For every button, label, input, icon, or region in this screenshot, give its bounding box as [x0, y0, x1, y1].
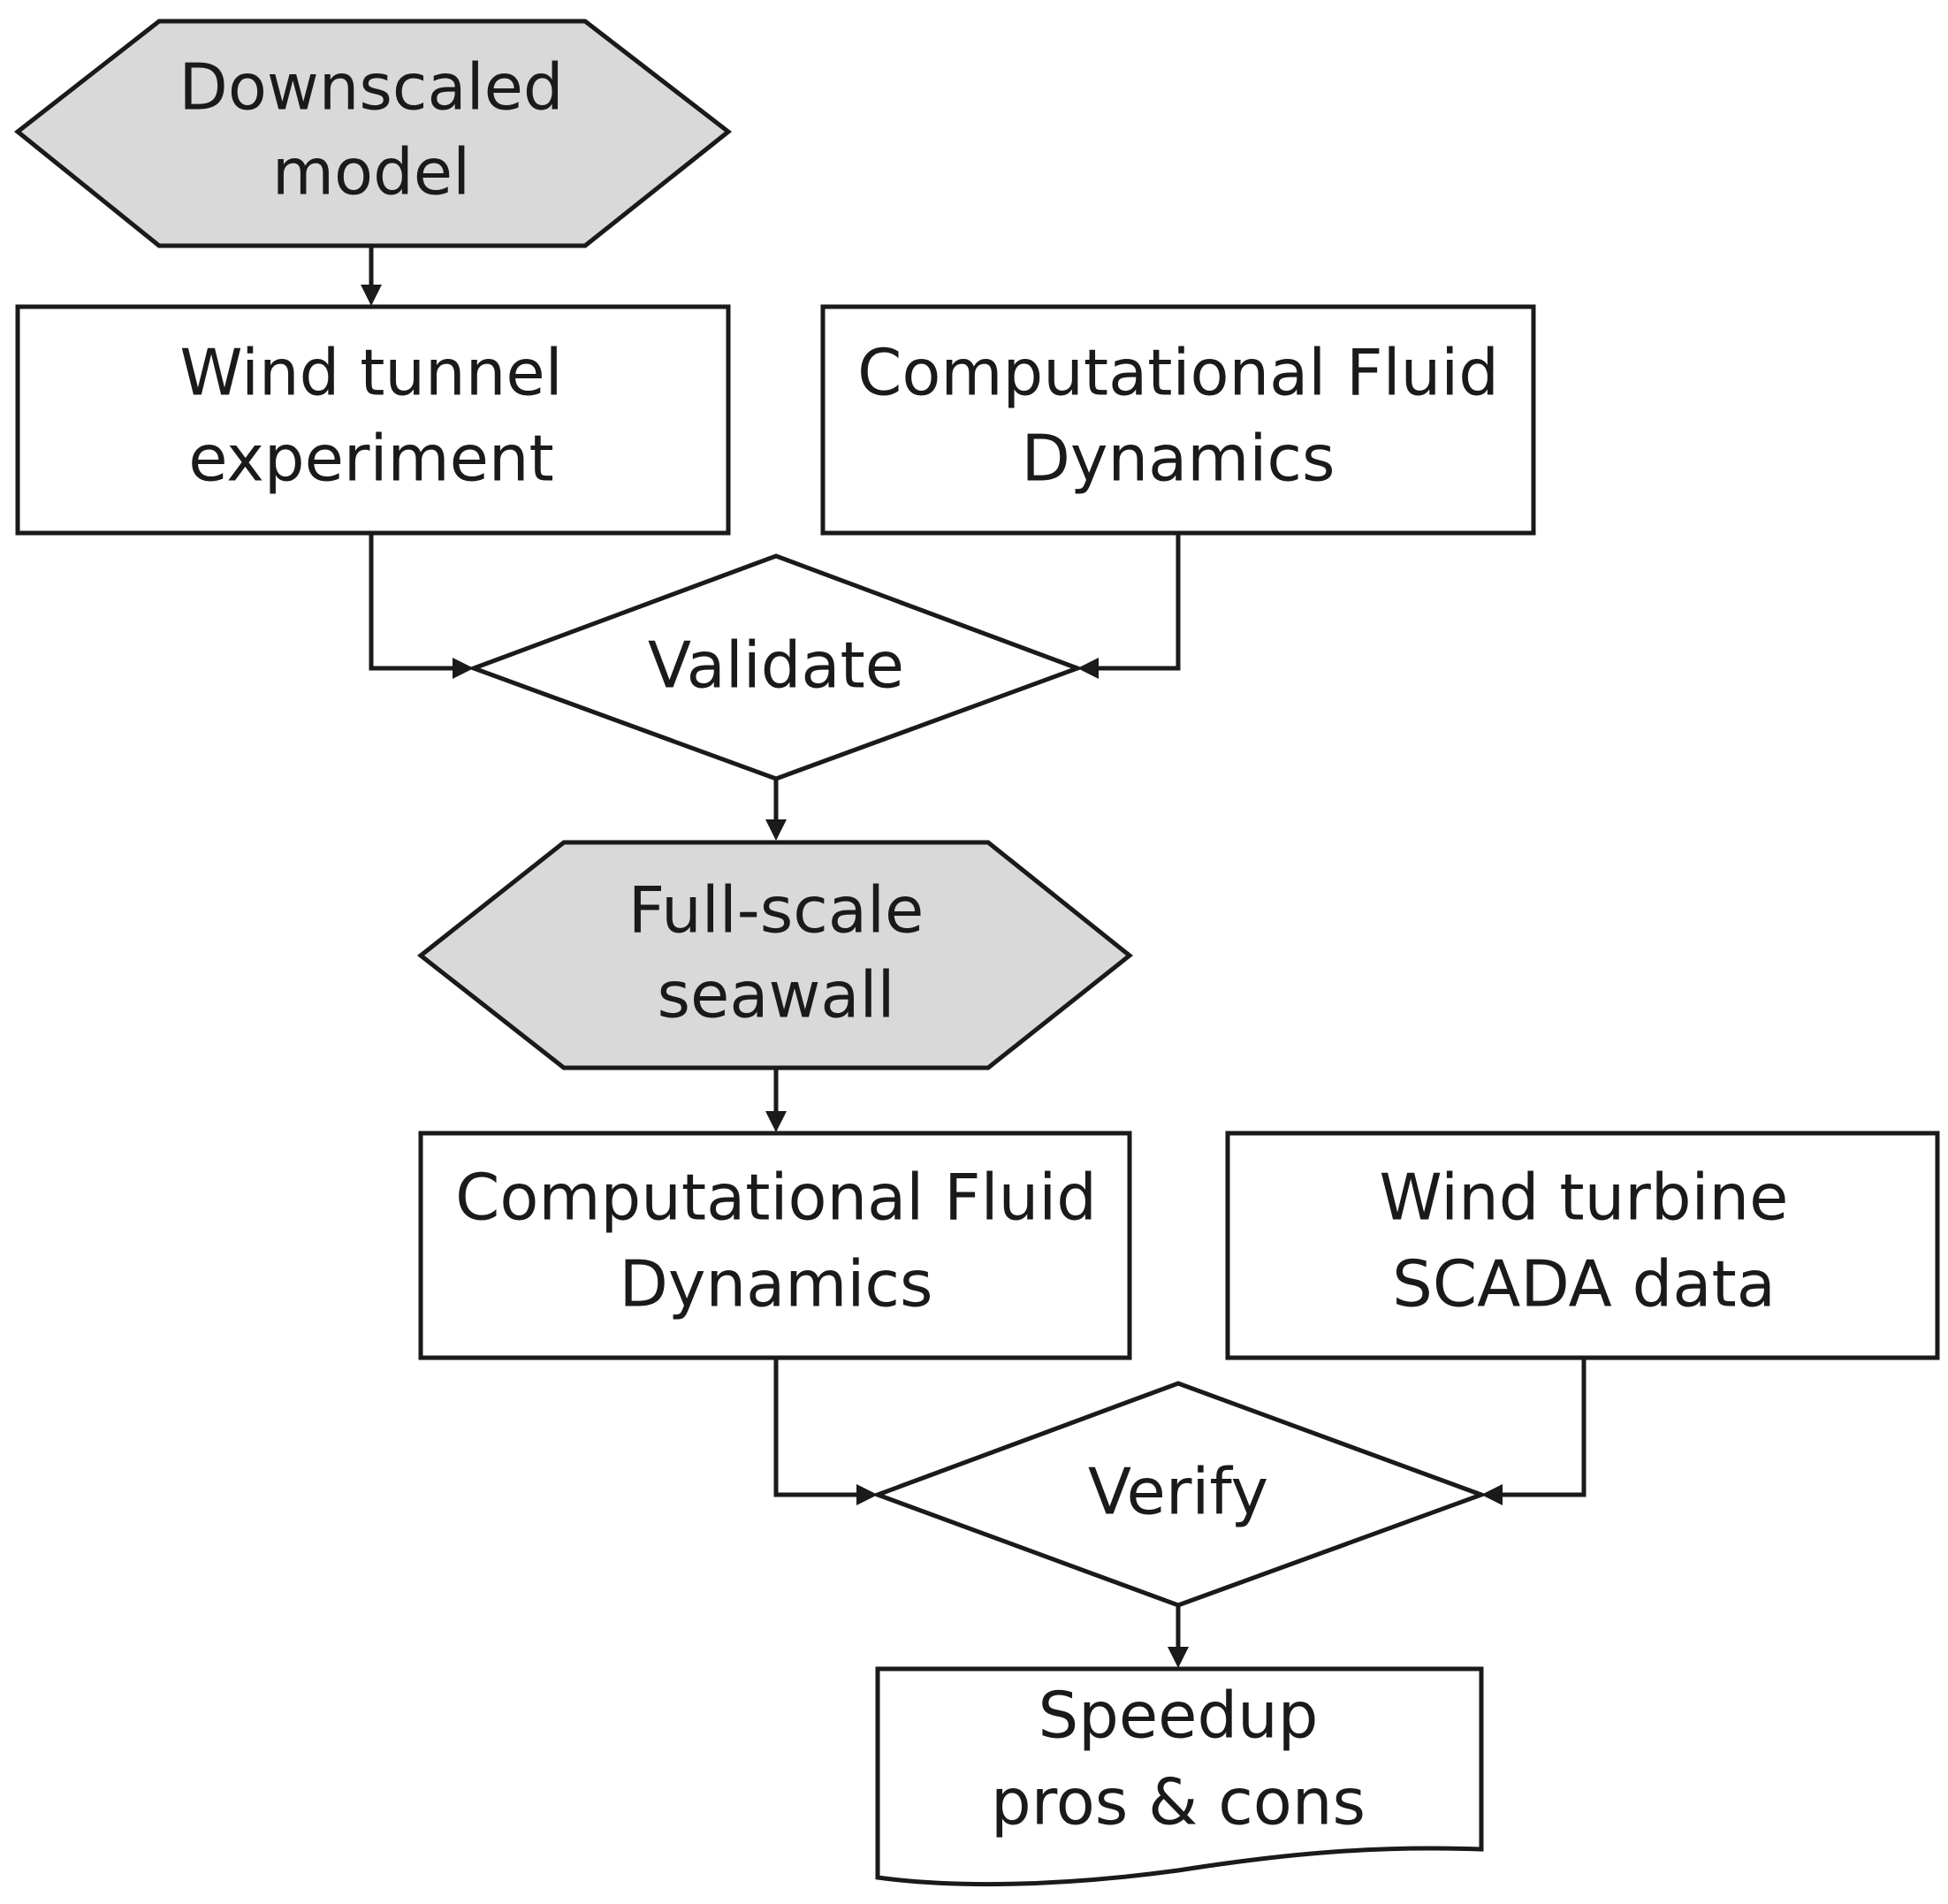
decision-diamond — [467, 553, 1084, 781]
node-validate: Validate — [467, 553, 1084, 781]
node-label-line2: model — [272, 135, 470, 209]
decision-diamond — [871, 1381, 1488, 1608]
arrowhead-validate-right — [1077, 658, 1099, 679]
arrowhead-verify-right — [1481, 1484, 1503, 1505]
arrowhead-validate-left — [453, 658, 474, 679]
node-label-line1: Computational Fluid — [857, 336, 1499, 410]
arrowhead-windtunnel — [361, 285, 382, 306]
node-cfd-bottom: Computational Fluid Dynamics — [418, 1131, 1132, 1360]
process-box — [15, 304, 731, 536]
process-box — [820, 304, 1536, 536]
node-label-line2: seawall — [658, 958, 895, 1032]
arrowhead-speedup — [1168, 1647, 1189, 1668]
node-verify: Verify — [871, 1381, 1488, 1608]
connector-windtunnel-to-validate — [369, 533, 455, 671]
node-label-line1: Speedup — [1038, 1679, 1318, 1753]
node-label-line2: Dynamics — [1021, 422, 1335, 496]
arrowhead-verify-left — [856, 1484, 878, 1505]
node-label: Validate — [648, 628, 904, 703]
connector-cfdbottom-to-verify — [773, 1358, 859, 1497]
node-scada-data: Wind turbine SCADA data — [1225, 1131, 1940, 1360]
connector-scada-to-verify — [1500, 1358, 1587, 1497]
document-shape — [875, 1666, 1484, 1887]
node-label-line1: Wind tunnel — [179, 336, 562, 410]
node-speedup-pros-cons: Speedup pros & cons — [875, 1666, 1484, 1887]
arrowhead-cfdbottom — [765, 1111, 787, 1132]
node-label-line1: Full-scale — [628, 873, 925, 948]
node-full-scale-seawall: Full-scale seawall — [416, 840, 1134, 1070]
node-label-line1: Computational Fluid — [455, 1161, 1097, 1235]
node-label-line2: Dynamics — [619, 1247, 932, 1321]
process-box — [418, 1131, 1132, 1360]
node-label-line2: experiment — [188, 422, 554, 496]
node-label-line2: SCADA data — [1392, 1247, 1776, 1321]
connector-cfdtop-to-validate — [1096, 533, 1181, 671]
node-label-line2: pros & cons — [991, 1765, 1366, 1839]
process-box — [1225, 1131, 1940, 1360]
connectors — [361, 246, 1587, 1668]
hexagon-shape — [416, 840, 1134, 1070]
node-label-line1: Wind turbine — [1380, 1161, 1789, 1235]
node-downscaled-model: Downscaled model — [13, 19, 733, 248]
node-label: Verify — [1088, 1455, 1268, 1529]
arrowhead-fullscale — [765, 819, 787, 841]
node-cfd-top: Computational Fluid Dynamics — [820, 304, 1536, 536]
hexagon-shape — [13, 19, 733, 248]
node-wind-tunnel-experiment: Wind tunnel experiment — [15, 304, 731, 536]
node-label-line1: Downscaled — [179, 50, 563, 125]
